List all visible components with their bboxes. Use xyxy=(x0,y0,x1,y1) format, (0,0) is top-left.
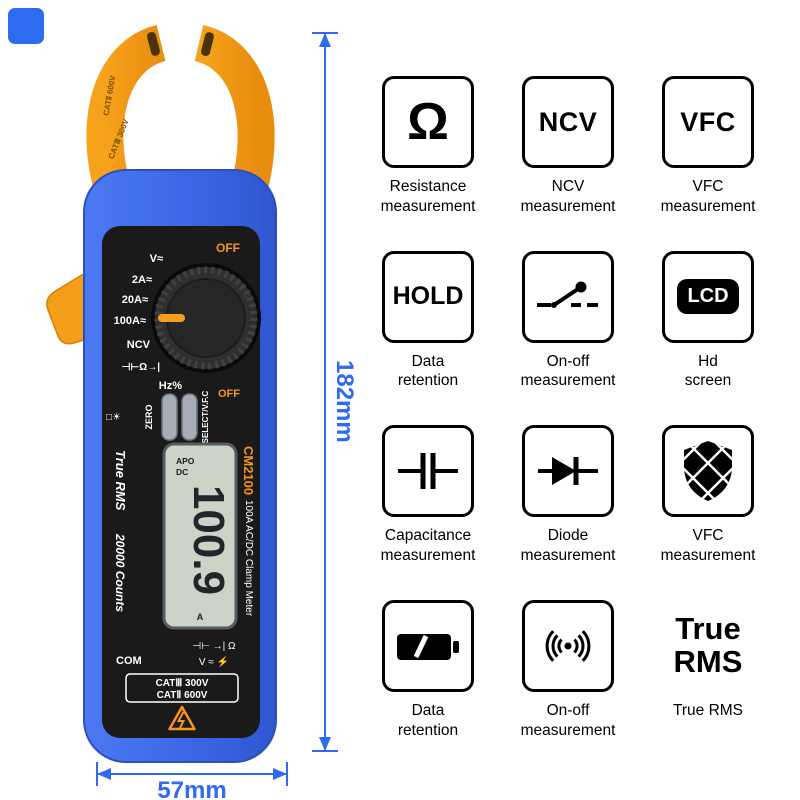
feature-box: NCV xyxy=(522,76,614,168)
clamp-meter-figure: CATⅡ 600V CATⅢ 300V OFF V≈ 2A≈ 20A≈ 100A… xyxy=(8,8,358,800)
battery-icon xyxy=(397,633,459,660)
select-button-label: SELECT/V.F.C xyxy=(201,390,210,443)
dial-off-side-label: OFF xyxy=(218,388,240,400)
switch-icon xyxy=(537,281,598,308)
ncv-icon: NCV xyxy=(538,106,598,137)
feature-box: VFC xyxy=(662,76,754,168)
diode-icon xyxy=(538,457,598,486)
feature-box xyxy=(382,425,474,518)
feature-box: Ω xyxy=(382,76,474,168)
true-rms-icon: True RMS xyxy=(673,611,743,679)
dial-pos-100a: 100A≈ xyxy=(114,315,146,327)
dial-pos-20a: 20A≈ xyxy=(122,294,148,306)
cat-rating-line2: CATⅡ 600V xyxy=(157,690,208,701)
model-description: 100A AC/DC Clamp Meter xyxy=(243,500,254,617)
width-arrow-left xyxy=(97,768,111,780)
signal-waves-icon xyxy=(545,630,591,662)
width-arrow-right xyxy=(273,768,287,780)
cat-rating-box xyxy=(125,673,239,703)
cat-rating-line1: CATⅢ 300V xyxy=(156,678,209,689)
dial-pos-ohm: ⊣⊢Ω→| xyxy=(122,362,160,373)
dial-pos-ncv: NCV xyxy=(127,339,151,351)
lcd-icon: LCD xyxy=(677,279,739,315)
backlight-icon: □☀ xyxy=(106,412,121,423)
lcd-dc-indicator: DC xyxy=(176,467,188,477)
shield-icon xyxy=(684,441,732,502)
com-port-label: COM xyxy=(116,655,142,667)
dial-pointer xyxy=(158,314,185,322)
feature-box: True RMS xyxy=(662,599,754,692)
feature-box xyxy=(522,250,614,343)
height-arrow-top xyxy=(319,33,331,47)
lcd-unit: A xyxy=(197,612,204,622)
zero-button[interactable] xyxy=(161,393,178,441)
height-label: 182mm xyxy=(331,360,358,443)
lcd-apo-indicator: APO xyxy=(176,456,195,466)
zero-button-label: ZERO xyxy=(144,404,154,429)
hold-icon: HOLD xyxy=(392,282,464,311)
dial-pos-v: V≈ xyxy=(150,253,163,265)
dial-pos-hz: Hz% xyxy=(159,380,182,392)
jaw-tip-slot-right xyxy=(201,32,214,57)
omega-icon: Ω xyxy=(407,93,449,151)
width-label: 57mm xyxy=(157,777,226,800)
vfc-icon: VFC xyxy=(680,106,736,137)
lcd-display: APO DC 100.9 A xyxy=(162,442,238,630)
feature-box: LCD xyxy=(662,250,754,343)
capacitor-icon xyxy=(398,453,458,490)
feature-box xyxy=(522,599,614,692)
dial-off-top-label: OFF xyxy=(216,241,240,255)
side-true-rms: True RMS xyxy=(113,450,128,511)
height-arrow-bottom xyxy=(319,737,331,751)
feature-box: HOLD xyxy=(382,250,474,343)
feature-true-rms: True RMS True RMS xyxy=(646,599,770,741)
model-number: CM2100 xyxy=(241,446,256,495)
feature-label: True RMS xyxy=(672,701,744,719)
feature-box xyxy=(522,425,614,518)
dial-pos-2a: 2A≈ xyxy=(132,274,152,286)
select-button[interactable] xyxy=(181,393,198,441)
high-voltage-warning-icon xyxy=(168,705,196,731)
side-counts: 20000 Counts xyxy=(113,533,127,612)
jaw-tip-slot-left xyxy=(147,31,160,56)
brand-logo xyxy=(8,8,44,44)
rotary-dial[interactable] xyxy=(151,263,261,373)
lcd-reading: 100.9 xyxy=(184,485,233,595)
panel-symbols-line2: V ≈ ⚡ xyxy=(199,655,229,668)
trigger-lever[interactable] xyxy=(46,268,91,345)
feature-box xyxy=(662,425,754,518)
panel-symbols-line1: ⊣⊢ →| Ω xyxy=(192,641,236,652)
feature-box xyxy=(382,599,474,692)
